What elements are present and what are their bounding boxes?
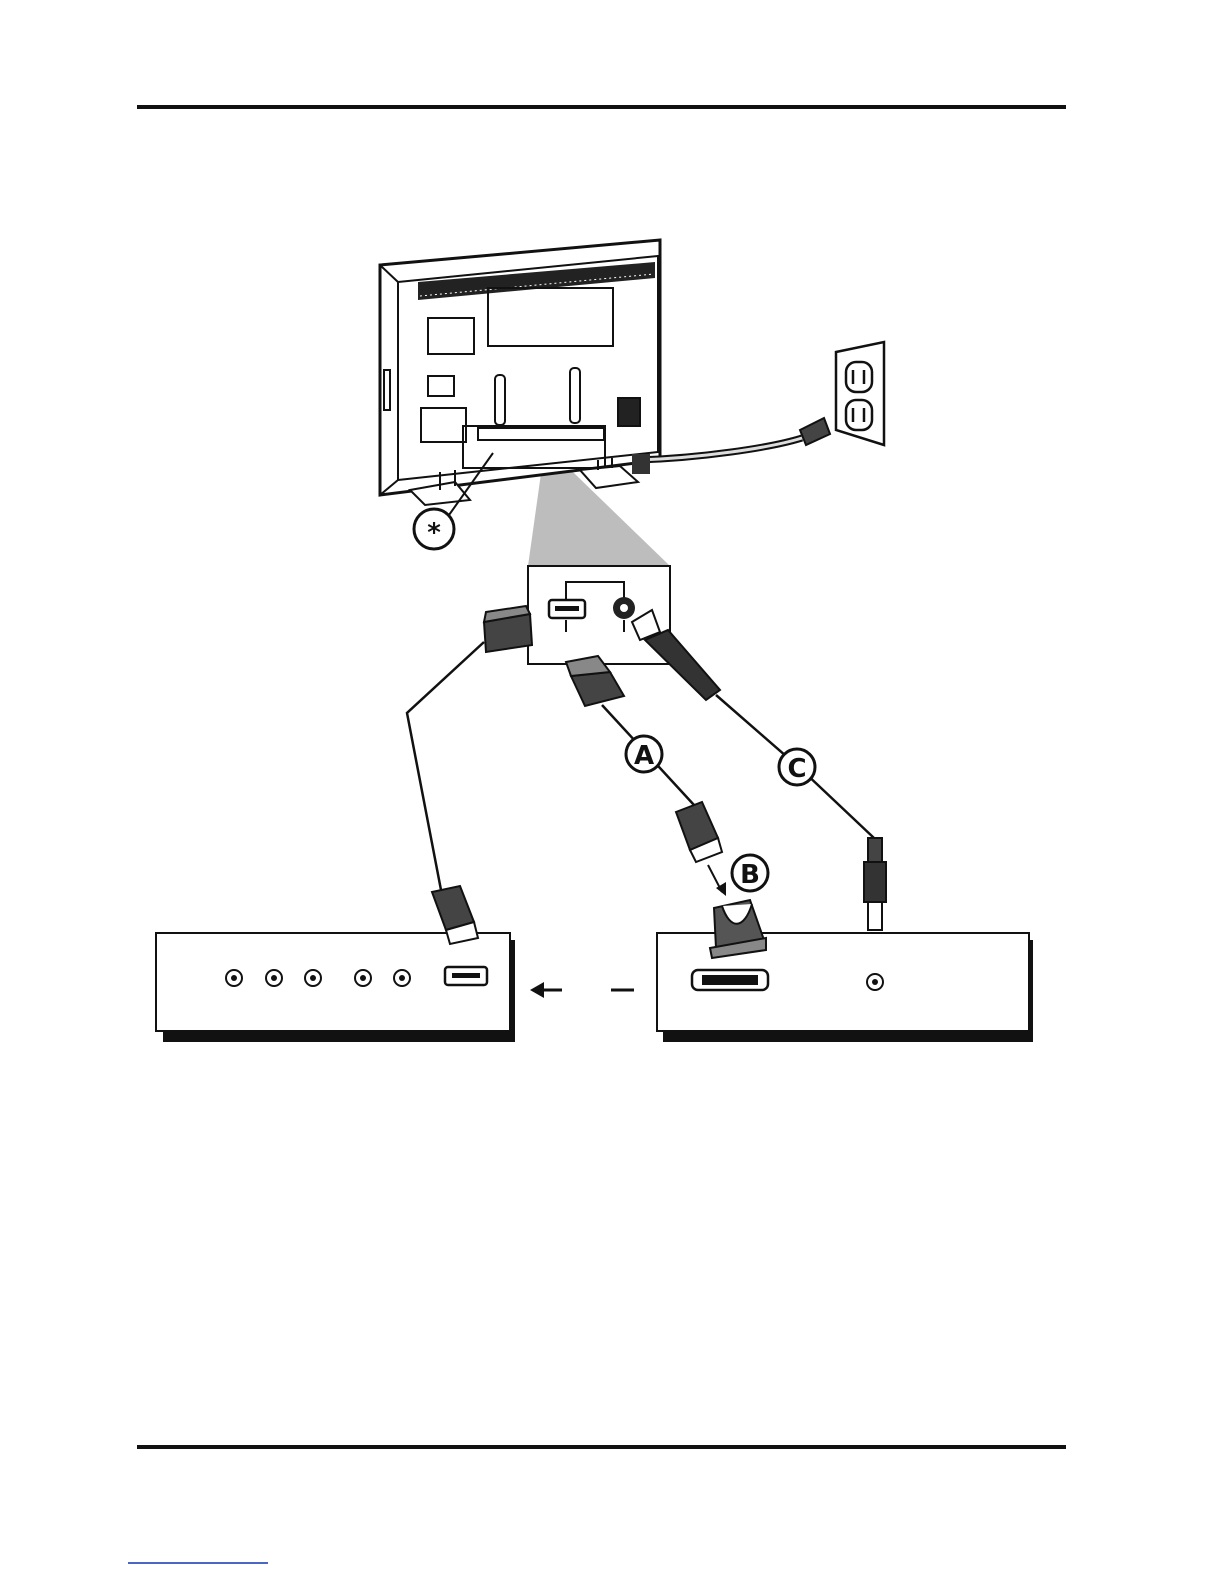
tv-back-icon <box>380 240 660 505</box>
av-receiver-device <box>156 933 515 1042</box>
dvi-adapter-icon <box>710 900 766 958</box>
power-outlet-icon <box>836 342 884 445</box>
rca-plug-c-bottom-icon <box>864 838 886 930</box>
hdmi-plug-a-bottom-icon <box>676 802 722 862</box>
callout-star: * <box>427 518 441 548</box>
hdmi-plug-icon <box>484 606 532 652</box>
footer-link-underline <box>128 1562 268 1564</box>
arrow-left-icon <box>530 982 634 998</box>
cable-left <box>407 642 484 890</box>
callout-b: B <box>740 860 760 890</box>
callout-c: C <box>787 754 806 784</box>
power-plug-icon <box>632 418 830 474</box>
callout-a: A <box>634 741 654 771</box>
